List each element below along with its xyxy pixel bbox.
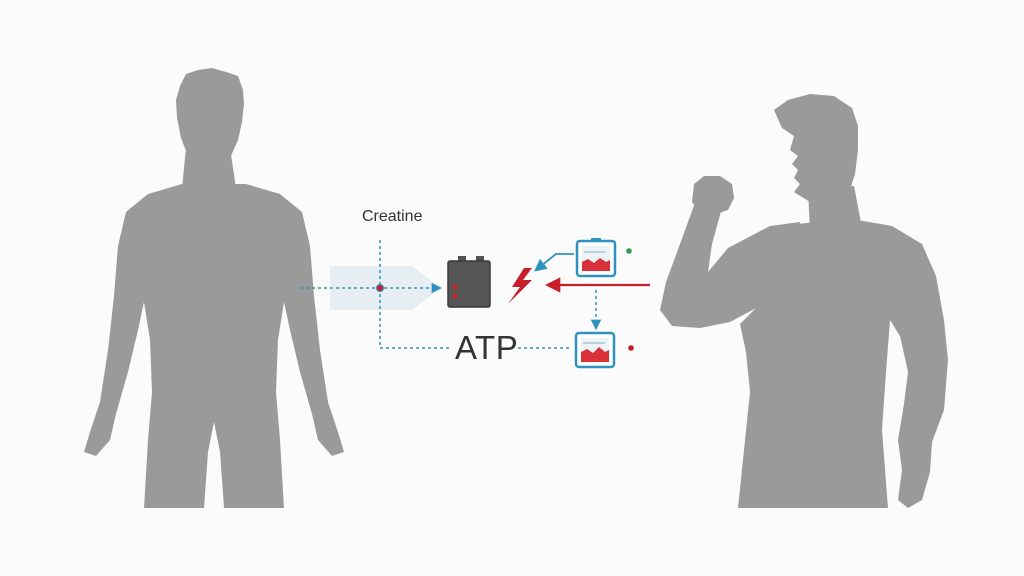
atp-label: ATP bbox=[455, 329, 519, 366]
blue-arrow bbox=[534, 253, 574, 272]
status-dot-red bbox=[628, 345, 634, 351]
status-dot-green bbox=[626, 248, 632, 254]
standing-man-silhouette-icon bbox=[84, 68, 344, 508]
flexing-man-silhouette-icon bbox=[660, 94, 948, 508]
energy-monitor-icon bbox=[574, 331, 616, 369]
creatine-label: Creatine bbox=[362, 208, 423, 225]
battery-icon bbox=[447, 256, 491, 308]
creatine-node-dot bbox=[376, 284, 384, 292]
energy-monitor-icon bbox=[575, 238, 617, 278]
dotted-connectors bbox=[300, 240, 602, 349]
lightning-bolt-icon bbox=[508, 268, 532, 304]
